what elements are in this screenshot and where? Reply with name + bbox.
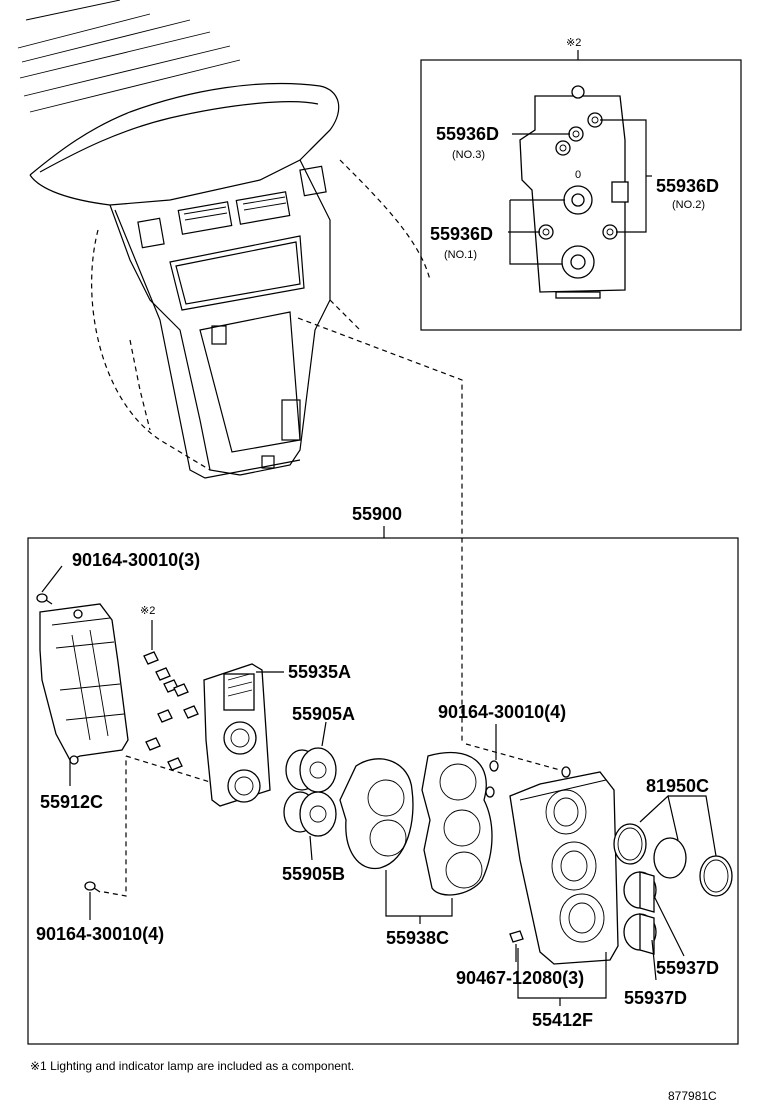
screw-90467 xyxy=(509,930,524,962)
part-55937d-sleeves xyxy=(623,871,685,981)
label-no1: (NO.1) xyxy=(444,249,477,261)
label-55936d-no3: 55936D xyxy=(436,124,499,144)
part-55905a-knob xyxy=(285,721,337,793)
part-81950c-rings xyxy=(613,794,733,897)
screw-90164-bottom xyxy=(84,755,211,920)
label-55935a: 55935A xyxy=(288,662,351,682)
ref-note-inset: ※2 xyxy=(566,37,581,49)
label-81950c: 81950C xyxy=(646,776,709,796)
dashboard-illustration xyxy=(17,0,463,744)
svg-text:0: 0 xyxy=(575,169,581,181)
ref-note-small: ※2 xyxy=(140,605,155,617)
label-no3: (NO.3) xyxy=(452,149,485,161)
screw-90164-mid xyxy=(465,724,571,798)
label-55905b: 55905B xyxy=(282,864,345,884)
footnote: ※1 Lighting and indicator lamp are inclu… xyxy=(30,1059,354,1073)
label-55936d-no2: 55936D xyxy=(656,176,719,196)
label-55937d-b: 55937D xyxy=(624,988,687,1008)
label-55412f: 55412F xyxy=(532,1010,593,1030)
label-55936d-no1: 55936D xyxy=(430,224,493,244)
label-90164-30010-4-mid: 90164-30010(4) xyxy=(438,702,566,722)
part-55905b-knob xyxy=(283,791,337,861)
bulb-group: ※2 xyxy=(140,605,199,771)
screw-90164-top xyxy=(36,565,63,605)
label-55938c: 55938C xyxy=(386,928,449,948)
part-55938c-bezels xyxy=(339,751,493,924)
inset-detail-box: ※2 0 55936D (NO.3) 55936D (NO.2) 55936D … xyxy=(420,37,742,331)
label-90467-12080-3: 90467-12080(3) xyxy=(456,968,584,988)
label-90164-30010-3: 90164-30010(3) xyxy=(72,550,200,570)
part-55412f-panel xyxy=(509,771,619,1006)
assembly-box: 55900 xyxy=(27,504,739,1045)
label-55905a: 55905A xyxy=(292,704,355,724)
label-55900: 55900 xyxy=(352,504,402,524)
label-90164-30010-4-bottom: 90164-30010(4) xyxy=(36,924,164,944)
part-55935a-board xyxy=(203,663,284,807)
part-55912c-bracket xyxy=(39,603,129,786)
label-no2: (NO.2) xyxy=(672,199,705,211)
label-55937d-a: 55937D xyxy=(656,958,719,978)
figure-id: 877981C xyxy=(668,1089,717,1103)
label-55912c: 55912C xyxy=(40,792,103,812)
